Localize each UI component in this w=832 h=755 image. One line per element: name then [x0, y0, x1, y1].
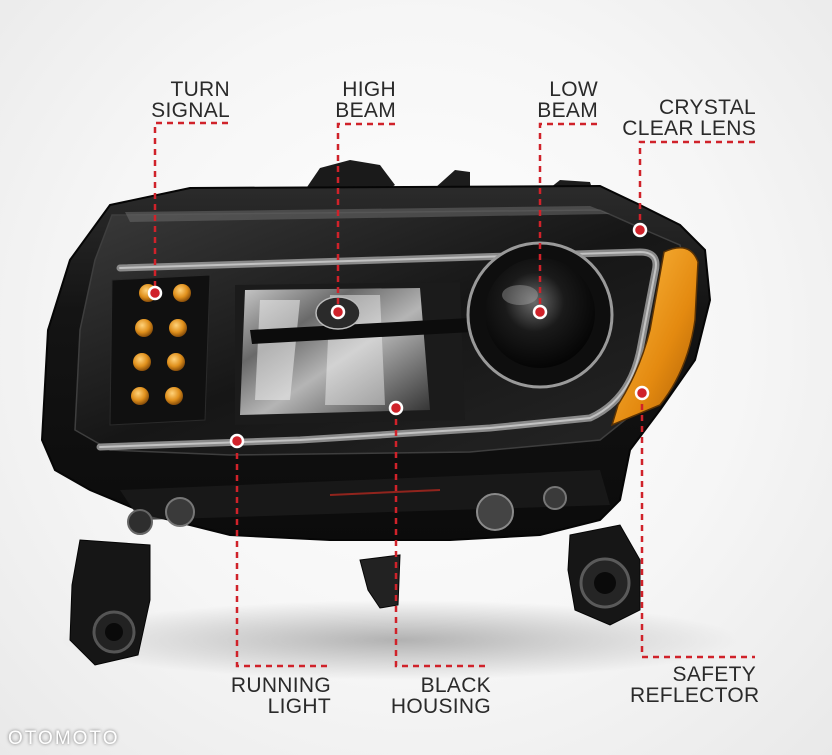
- label-running-light-line1: RUNNING: [230, 674, 331, 697]
- callout-dot-safety-reflector: [634, 385, 650, 401]
- label-running-light-line2: LIGHT: [267, 695, 331, 718]
- label-turn-signal-line1: TURN: [170, 78, 230, 101]
- label-safety-reflector: SAFETY REFLECTOR: [630, 663, 760, 707]
- callout-dot-turn-signal: [147, 285, 163, 301]
- callout-line-crystal-clear-lens: [638, 140, 755, 230]
- label-turn-signal: TURN SIGNAL: [120, 79, 230, 121]
- label-high-beam-line1: HIGH: [342, 78, 396, 101]
- callout-line-safety-reflector: [640, 393, 755, 659]
- callout-line-low-beam: [538, 122, 597, 312]
- high-beam-reflector: [235, 282, 472, 425]
- callout-dot-low-beam: [532, 304, 548, 320]
- callout-dot-black-housing: [388, 400, 404, 416]
- label-black-housing: BLACK HOUSING: [380, 675, 491, 717]
- label-low-beam: LOW BEAM: [500, 79, 598, 121]
- label-running-light: RUNNING LIGHT: [220, 675, 331, 717]
- label-low-beam-line1: LOW: [549, 78, 598, 101]
- callout-dot-running-light: [229, 433, 245, 449]
- label-safety-reflector-line1: SAFETY: [672, 663, 756, 686]
- label-safety-reflector-line2: REFLECTOR: [630, 684, 760, 707]
- label-crystal-clear-lens-line2: CLEAR LENS: [622, 117, 756, 140]
- turn-signal-panel: [109, 274, 211, 426]
- watermark-logo: OTOMOTO: [8, 728, 120, 749]
- label-high-beam: HIGH BEAM: [300, 79, 396, 121]
- label-high-beam-line2: BEAM: [335, 99, 396, 122]
- label-turn-signal-line2: SIGNAL: [151, 99, 230, 122]
- callout-line-black-housing: [394, 408, 490, 668]
- callout-dot-high-beam: [330, 304, 346, 320]
- label-crystal-clear-lens: CRYSTAL CLEAR LENS: [620, 97, 756, 139]
- callout-points: [147, 222, 650, 449]
- callout-dot-crystal-clear-lens: [632, 222, 648, 238]
- label-black-housing-line2: HOUSING: [390, 695, 491, 718]
- callout-lines: [153, 121, 755, 668]
- label-low-beam-line2: BEAM: [537, 99, 598, 122]
- safety-reflector-amber: [610, 247, 699, 427]
- callout-line-high-beam: [336, 122, 395, 312]
- floor-shadow: [60, 600, 740, 680]
- callout-line-running-light: [235, 442, 330, 668]
- callout-line-turn-signal: [153, 121, 228, 292]
- label-crystal-clear-lens-line1: CRYSTAL: [658, 96, 756, 119]
- label-black-housing-line1: BLACK: [420, 674, 491, 697]
